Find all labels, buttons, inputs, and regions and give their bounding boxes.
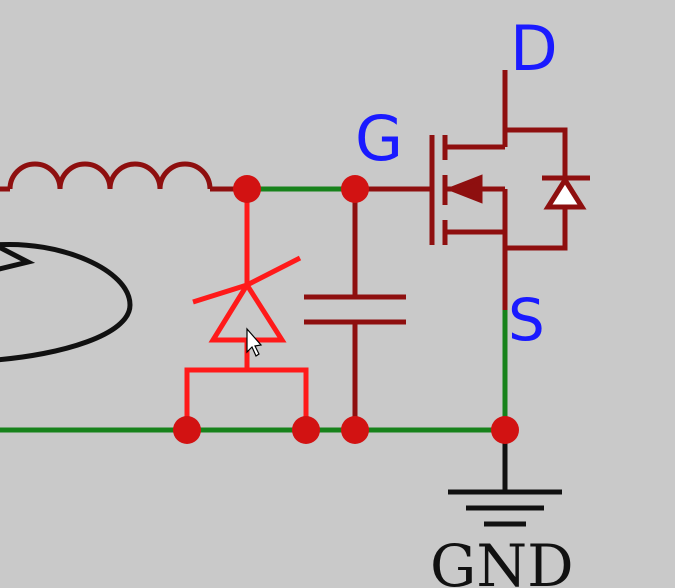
- body-diode-icon: [505, 127, 590, 251]
- node-ground[interactable]: [491, 416, 519, 444]
- inductor-icon: [0, 161, 247, 192]
- node-zener-left[interactable]: [173, 416, 201, 444]
- source-label: S: [508, 286, 545, 354]
- capacitor-icon: [304, 189, 406, 430]
- n-mosfet-icon: [429, 70, 508, 310]
- ground-symbol-icon: [448, 430, 562, 527]
- node-zener-top[interactable]: [233, 175, 261, 203]
- gate-label: G: [355, 102, 403, 175]
- drain-label: D: [510, 12, 558, 85]
- zener-diode-icon: [184, 189, 309, 430]
- junction-nodes: [173, 175, 519, 444]
- winding-arrow: [0, 244, 36, 272]
- node-cap-bottom[interactable]: [341, 416, 369, 444]
- winding-loop: [0, 241, 133, 363]
- node-zener-right[interactable]: [292, 416, 320, 444]
- node-cap-top[interactable]: [341, 175, 369, 203]
- mouse-pointer-icon: [246, 327, 263, 357]
- ground-label: GND: [430, 532, 574, 588]
